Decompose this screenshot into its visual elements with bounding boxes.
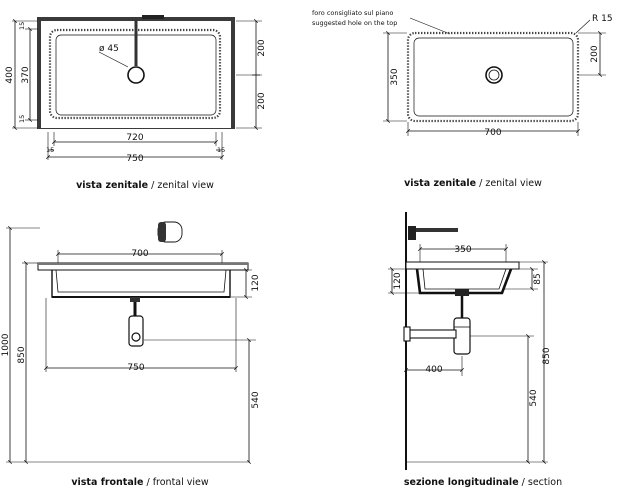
- section-85-label: 85: [533, 273, 543, 284]
- edge-right-label: 15: [217, 146, 225, 154]
- width-700-label: 700: [484, 128, 501, 138]
- caption-zenital-left: vista zenitale / zenital view: [76, 180, 214, 191]
- frontal-750-label: 750: [127, 363, 144, 373]
- section-countertop: [405, 261, 520, 270]
- frontal-850-label: 850: [17, 346, 27, 363]
- edge-top-label: 15: [18, 22, 26, 30]
- caption-frontal: vista frontale / frontal view: [71, 477, 209, 488]
- section-400-label: 400: [425, 365, 442, 375]
- view-zenital-right: foro consigliato sul piano suggested hol…: [312, 9, 613, 189]
- frontal-basin: [51, 270, 231, 298]
- width-outer-label: 750: [126, 154, 143, 164]
- frontal-1000-label: 1000: [1, 333, 11, 356]
- view-zenital-left: ø 45 720 750 15 15 400 370 15 15 200 200: [5, 15, 267, 191]
- drain-hole: [127, 66, 145, 84]
- depth-outer-label: 400: [5, 66, 15, 83]
- section-faucet: [408, 226, 416, 240]
- suggested-cutout: [406, 31, 580, 123]
- section-350-label: 350: [454, 245, 471, 255]
- depth-inner-label: 370: [21, 66, 31, 83]
- frontal-540-label: 540: [251, 391, 261, 408]
- caption-zenital-right: vista zenitale / zenital view: [404, 178, 542, 189]
- edge-bottom-label: 15: [18, 115, 26, 123]
- right-bottom-label: 200: [257, 92, 267, 109]
- view-section: 350 120 85 400 850 540: [388, 212, 562, 488]
- section-540-label: 540: [529, 389, 539, 406]
- left-350-label: 350: [390, 68, 400, 85]
- view-frontal: 700 120 1000 850 750 540: [1, 221, 261, 488]
- drain-hole-right: [485, 66, 503, 84]
- frontal-700-label: 700: [131, 249, 148, 259]
- note-line-2: suggested hole on the top: [312, 19, 397, 27]
- faucet: [142, 15, 164, 19]
- caption-section: sezione longitudinale / section: [404, 477, 562, 488]
- right-top-label: 200: [257, 39, 267, 56]
- width-inner-label: 720: [126, 133, 143, 143]
- frontal-120-label: 120: [251, 274, 261, 291]
- section-120-label: 120: [393, 272, 403, 289]
- section-850-label: 850: [542, 347, 552, 364]
- hole-diameter-label: ø 45: [99, 44, 119, 54]
- right-200-label: 200: [590, 45, 600, 62]
- note-line-1: foro consigliato sul piano: [312, 9, 393, 17]
- radius-label: R 15: [592, 14, 613, 24]
- edge-left-label: 15: [46, 146, 54, 154]
